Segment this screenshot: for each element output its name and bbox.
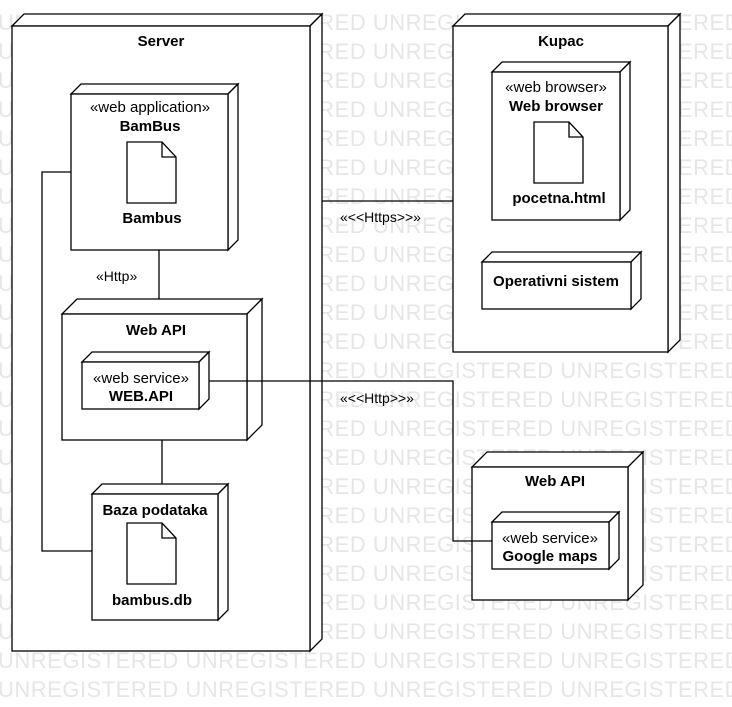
client-node-title: Kupac [538,33,584,50]
document-icon [126,141,177,204]
web-browser-face [491,71,621,221]
web-api-node-title: Web API [126,322,186,339]
document-icon [533,121,584,184]
watermark-row: UNREGISTERED UNREGISTERED UNREGISTERED U… [0,677,732,702]
web-browser-name: Web browser [509,98,603,115]
external-web-api-title: Web API [525,473,585,490]
server-node-side [309,12,323,653]
google-maps-face [491,521,610,570]
web-api-service-side [198,350,210,411]
web-api-node-top [60,298,264,315]
client-node-top [451,13,682,27]
web-api-service-top [80,351,211,363]
web-api-service[interactable]: «web service» WEB.API [80,350,211,411]
bambus-app-side [227,82,239,252]
database-artifact: bambus.db [112,592,192,609]
server-node-top [10,13,324,27]
bambus-app-top [69,83,240,95]
google-maps-service[interactable]: «web service» Google maps [490,510,621,571]
database-face [91,493,219,621]
database-side [217,482,229,622]
google-maps-top [490,511,621,523]
web-browser-side [619,60,631,222]
web-browser-stereotype: «web browser» [505,79,607,96]
web-browser-artifact: pocetna.html [512,190,605,207]
web-browser-component[interactable]: «web browser» Web browser pocetna.html [490,60,632,222]
web-browser-top [490,61,632,73]
http-external-connector-line [209,380,492,542]
bambus-app-artifact: Bambus [122,210,181,227]
google-maps-side [608,510,620,571]
external-web-api-top [470,451,645,468]
http-connector-label: «Http» [96,268,137,284]
os-side [630,250,642,311]
database-title: Baza podataka [102,502,208,519]
client-node-side [667,12,681,354]
os-component[interactable]: Operativni sistem [480,250,643,311]
web-api-service-name: WEB.API [109,388,173,405]
database-top [90,483,230,495]
server-node-title: Server [138,33,185,50]
database-component[interactable]: Baza podataka bambus.db [90,482,230,622]
bambus-app-component[interactable]: «web application» BamBus Bambus [69,82,240,252]
bambus-app-name: BamBus [120,118,181,135]
web-api-service-stereotype: «web service» [93,370,189,387]
google-maps-name: Google maps [502,548,597,565]
os-name: Operativni sistem [493,273,619,290]
bambus-app-face [70,93,229,251]
http-external-connector-label: «<<Http>>» [340,390,414,406]
web-api-node-side [246,297,263,442]
bambus-app-stereotype: «web application» [90,99,210,116]
app-db-connector-line [41,171,92,552]
https-connector-label: «<<Https>>» [340,209,421,225]
web-api-service-face [81,361,200,410]
os-face [481,261,632,310]
document-icon [126,522,177,585]
external-web-api-side [627,450,644,602]
os-top [480,251,643,263]
watermark-row: UNREGISTERED UNREGISTERED UNREGISTERED U… [0,648,732,673]
google-maps-stereotype: «web service» [502,530,598,547]
